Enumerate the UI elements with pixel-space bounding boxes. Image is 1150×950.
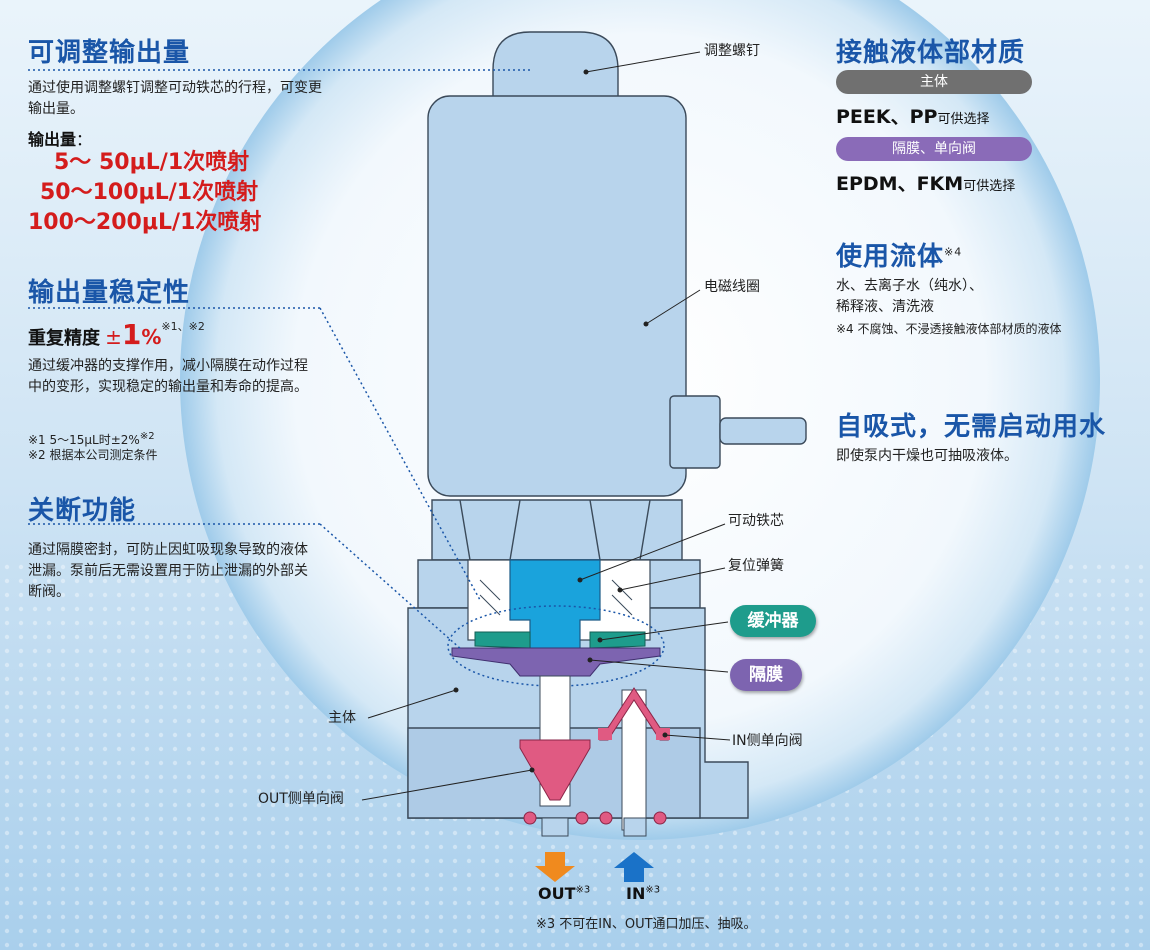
output-desc: 通过使用调整螺钉调整可动铁芯的行程，可变更输出量。 <box>28 80 322 117</box>
output-amount-colon: ： <box>76 130 93 149</box>
precision-label: 重复精度 <box>28 328 100 349</box>
label-buffer-badge: 缓冲器 <box>730 605 816 637</box>
materials-body-main: PEEK、PP <box>836 106 938 128</box>
stability-note-1-ref: ※2 <box>139 431 155 442</box>
fluid-title-ref: ※4 <box>944 245 963 259</box>
label-coil: 电磁线圈 <box>704 279 760 295</box>
materials-body-suffix: 可供选择 <box>937 112 990 127</box>
output-range-2: 50～100μL/1次喷射 <box>40 180 259 205</box>
materials-diaphragm-suffix: 可供选择 <box>963 179 1016 194</box>
port-out: OUT※3 <box>538 884 590 903</box>
port-in-ref: ※3 <box>645 884 661 896</box>
out-arrow-icon <box>535 852 575 882</box>
cable <box>719 417 807 445</box>
label-armature: 可动铁芯 <box>728 513 784 529</box>
precision-unit: % <box>141 325 162 349</box>
precision-row: 重复精度 ±1%※1、※2 <box>28 318 205 351</box>
in-arrow-icon <box>614 852 654 882</box>
out-valve-shape <box>519 739 591 801</box>
shutoff-desc: 通过隔膜密封，可防止因虹吸现象导致的液体泄漏。泵前后无需设置用于防止泄漏的外部关… <box>28 542 308 600</box>
precision-pm: ± <box>105 325 122 349</box>
output-range-1: 5～ 50μL/1次喷射 <box>54 150 250 175</box>
label-spring: 复位弹簧 <box>728 558 784 574</box>
materials-body-row: PEEK、PP可供选择 <box>836 102 989 129</box>
materials-title: 接触液体部材质 <box>836 38 1026 68</box>
materials-diaphragm-row: EPDM、FKM可供选择 <box>836 169 1015 196</box>
stability-note-2: ※2 根据本公司测定条件 <box>28 448 158 462</box>
label-in-valve: IN侧单向阀 <box>732 733 803 749</box>
focus-ellipse <box>447 605 665 687</box>
output-range-3: 100～200μL/1次喷射 <box>28 210 262 235</box>
fluid-note: ※4 不腐蚀、不浸透接触液体部材质的液体 <box>836 322 1062 336</box>
precision-refs: ※1、※2 <box>161 320 205 333</box>
stability-note-1-text: ※1 5～15μL时±2% <box>28 433 140 447</box>
materials-body-pill: 主体 <box>836 70 1032 94</box>
shutoff-title: 关断功能 <box>28 496 137 526</box>
materials-diaphragm-main: EPDM、FKM <box>836 173 964 195</box>
buffer-left <box>474 631 531 649</box>
stability-desc: 通过缓冲器的支撑作用，减小隔膜在动作过程中的变形，实现稳定的输出量和寿命的提高。 <box>28 358 308 395</box>
selfprime-title: 自吸式，无需启动用水 <box>836 412 1107 442</box>
selfprime-desc: 即使泵内干燥也可抽吸液体。 <box>836 448 1018 464</box>
materials-diaphragm-pill: 隔膜、单向阀 <box>836 137 1032 161</box>
adjust-screw-cap <box>492 31 619 99</box>
label-diaphragm-badge: 隔膜 <box>730 659 802 691</box>
output-amount-text: 输出量 <box>28 130 77 149</box>
connector-box <box>669 395 721 469</box>
output-amount-label: 输出量： <box>28 126 92 150</box>
fluid-title-text: 使用流体 <box>836 242 945 272</box>
port-out-ref: ※3 <box>575 884 591 896</box>
fluid-line-1: 水、去离子水（纯水）、 <box>836 278 983 294</box>
label-out-valve: OUT侧单向阀 <box>258 791 344 807</box>
solenoid-coil <box>427 95 687 497</box>
diaphragm-shape <box>451 647 661 677</box>
label-adjust-screw: 调整螺钉 <box>704 43 760 59</box>
port-out-label: OUT <box>538 884 576 903</box>
stability-title: 输出量稳定性 <box>28 278 191 308</box>
port-in-label: IN <box>626 884 646 903</box>
fluid-line-2: 稀释液、清洗液 <box>836 299 934 315</box>
label-body: 主体 <box>328 710 356 726</box>
ports-note: ※3 不可在IN、OUT通口加压、抽吸。 <box>536 917 757 932</box>
precision-value: 1 <box>121 318 142 351</box>
output-title: 可调整输出量 <box>28 38 191 68</box>
port-in: IN※3 <box>626 884 660 903</box>
stability-note-1: ※1 5～15μL时±2%※2 <box>28 428 155 449</box>
fluid-title: 使用流体※4 <box>836 236 962 273</box>
